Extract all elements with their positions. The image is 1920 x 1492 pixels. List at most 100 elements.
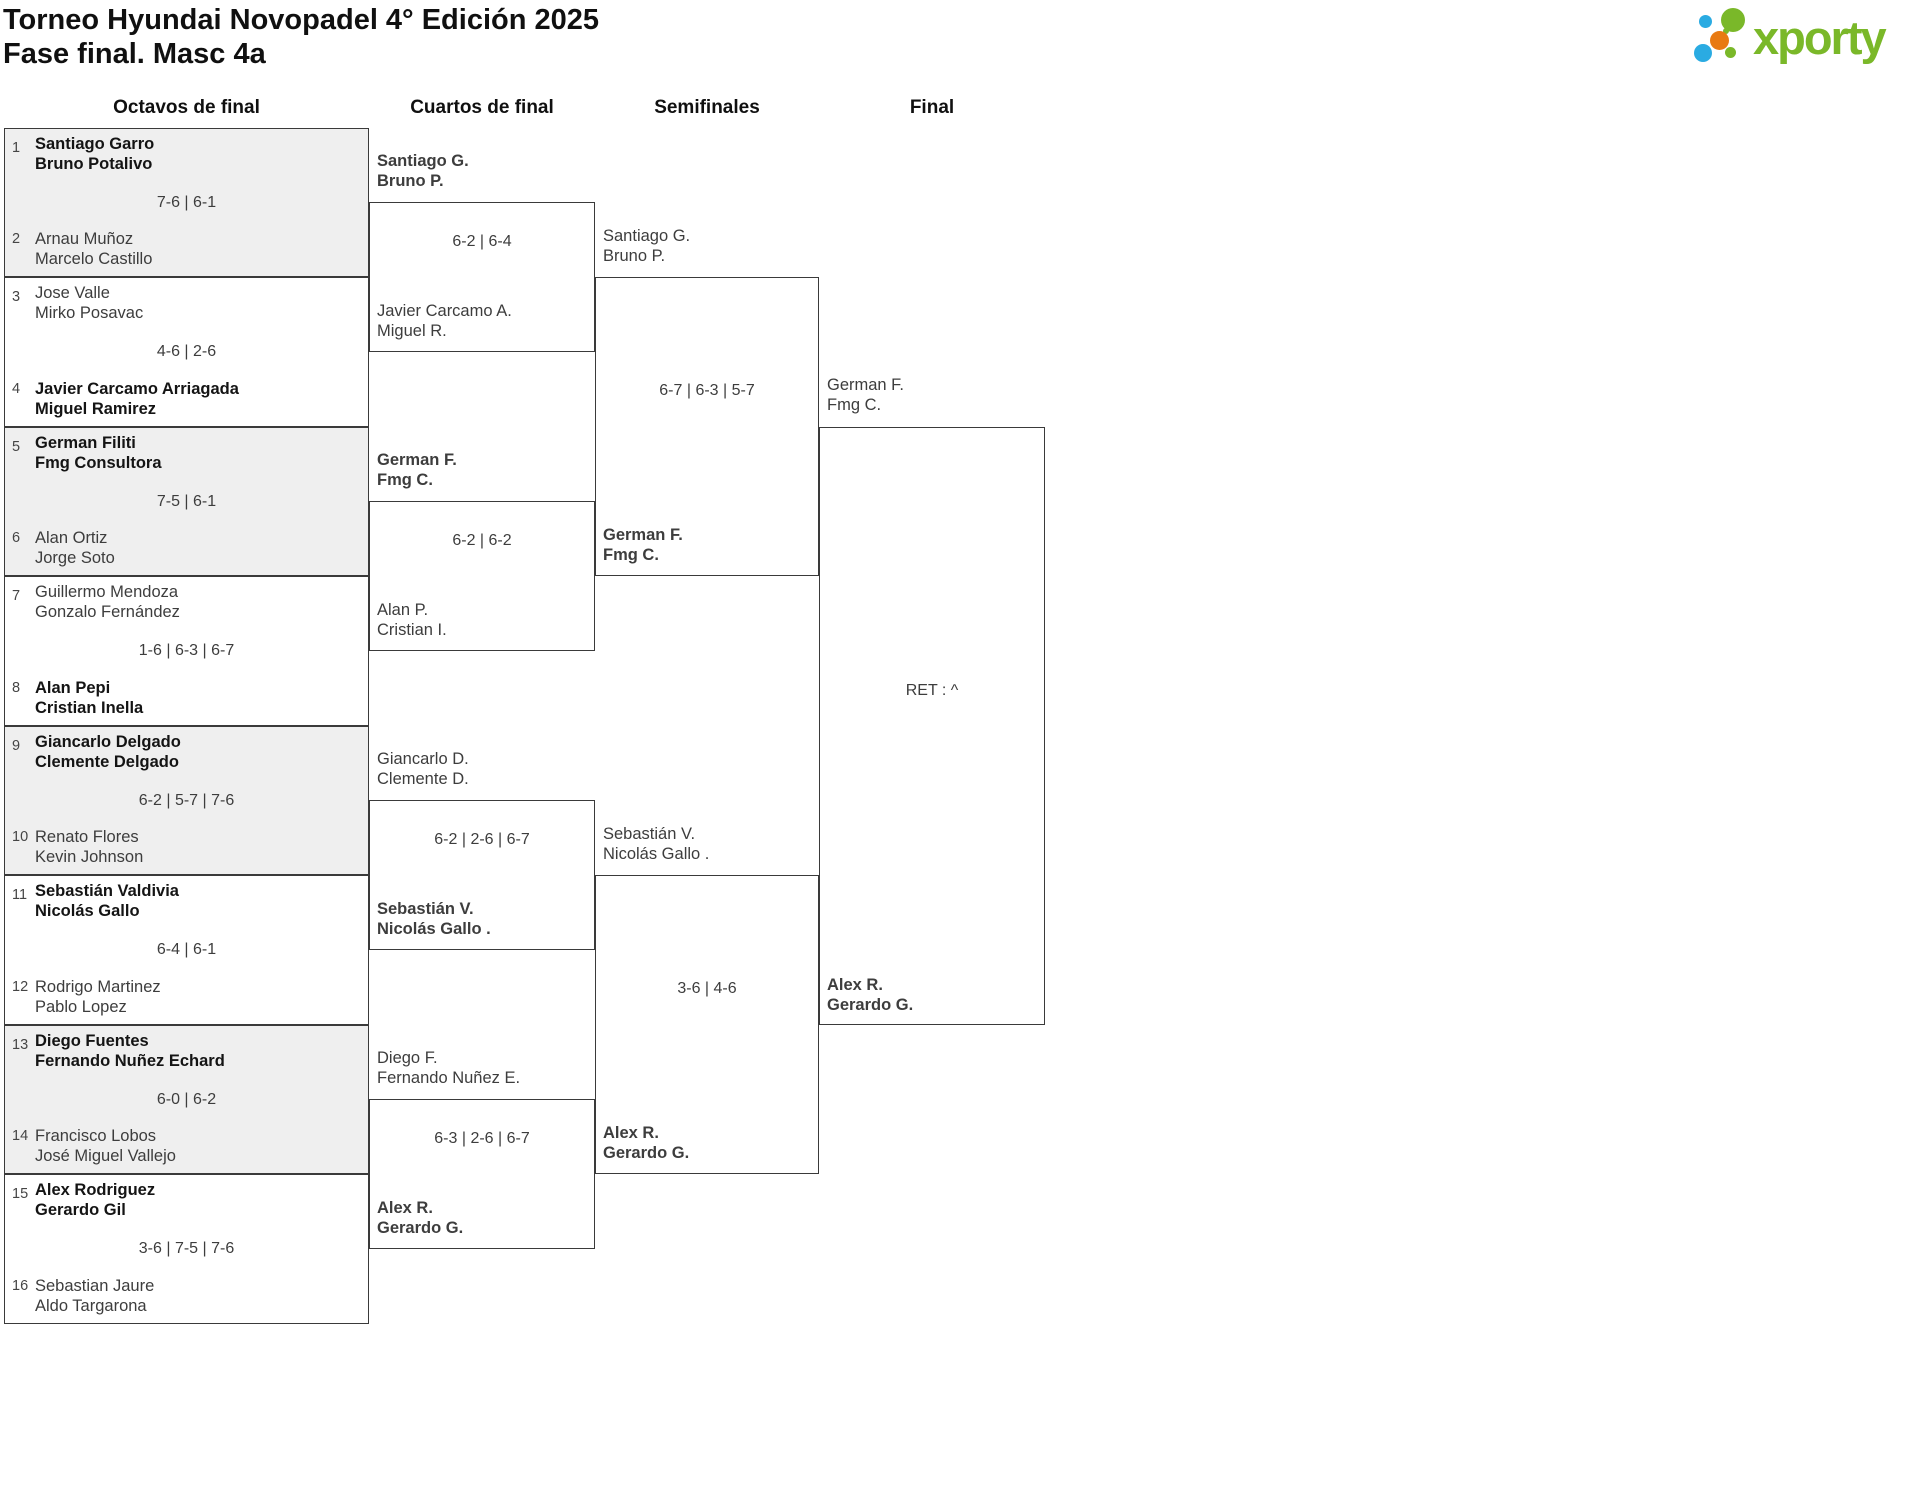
seed-number: 3 <box>12 289 21 305</box>
player-1: Francisco Lobos <box>35 1127 157 1145</box>
seed-number: 5 <box>12 439 21 455</box>
player-1: Santiago Garro <box>35 135 155 153</box>
seed-number: 13 <box>12 1037 29 1053</box>
player-1: Giancarlo D. <box>377 750 469 768</box>
qf-match-1-box <box>369 202 595 352</box>
r16-match-2: 3 Jose Valle Mirko Posavac 4-6 | 2-6 4 J… <box>4 277 369 427</box>
advancing-team: Alan P. Cristian I. <box>377 601 595 640</box>
player-1: Rodrigo Martinez <box>35 978 161 996</box>
match-score: 3-6 | 4-6 <box>677 980 737 997</box>
match-score: 6-2 | 6-2 <box>452 532 512 549</box>
seed-number: 2 <box>12 231 21 247</box>
round-header-cuartos: Cuartos de final <box>410 97 554 118</box>
logo-text: xporty <box>1753 11 1887 64</box>
team-name: Francisco Lobos José Miguel Vallejo <box>35 1127 362 1166</box>
player-1: Renato Flores <box>35 828 139 846</box>
logo-dot-blue-medium <box>1694 44 1712 62</box>
player-2: Nicolás Gallo . <box>377 919 491 938</box>
player-2: Aldo Targarona <box>35 1296 147 1315</box>
team-name: Diego Fuentes Fernando Nuñez Echard <box>35 1032 362 1071</box>
match-score: 6-0 | 6-2 <box>156 1090 217 1108</box>
team-name: Renato Flores Kevin Johnson <box>35 828 362 867</box>
finalist-team: German F. Fmg C. <box>827 376 1045 415</box>
player-2: Bruno Potalivo <box>35 154 153 173</box>
match-score: 6-2 | 5-7 | 7-6 <box>138 791 235 809</box>
player-2: Marcelo Castillo <box>35 249 153 268</box>
logo-dot-orange <box>1710 31 1729 50</box>
match-score: 6-4 | 6-1 <box>156 941 217 958</box>
player-1: Diego F. <box>377 1049 438 1067</box>
player-2: Clemente Delgado <box>35 752 179 771</box>
player-2: Jorge Soto <box>35 548 115 567</box>
r16-match-6: 11 Sebastián Valdivia Nicolás Gallo 6-4 … <box>4 875 369 1025</box>
player-2: Fmg Consultora <box>35 453 162 472</box>
advancing-team: Sebastián V. Nicolás Gallo . <box>377 900 595 939</box>
player-2: Miguel R. <box>377 321 447 340</box>
player-1: Alan Pepi <box>35 679 111 697</box>
player-1: Arnau Muñoz <box>35 230 134 248</box>
seed-number: 7 <box>12 588 21 604</box>
player-2: Gerardo G. <box>827 995 914 1014</box>
advancing-team: Santiago G. Bruno P. <box>603 227 821 266</box>
match-score: 6-3 | 2-6 | 6-7 <box>434 1130 530 1147</box>
player-2: Fernando Nuñez Echard <box>35 1051 225 1070</box>
logo-dot-green-small <box>1725 47 1736 58</box>
match-score: 6-2 | 2-6 | 6-7 <box>434 831 530 848</box>
seed-number: 10 <box>12 829 29 845</box>
logo-dot-green-tiny <box>1723 28 1729 34</box>
player-1: Jose Valle <box>35 284 110 302</box>
advancing-team: Alex R. Gerardo G. <box>603 1124 821 1163</box>
team-name: Santiago Garro Bruno Potalivo <box>35 135 362 174</box>
seed-number: 12 <box>12 979 29 995</box>
team-name: Arnau Muñoz Marcelo Castillo <box>35 230 362 269</box>
player-1: Santiago G. <box>377 152 469 170</box>
page-title: Torneo Hyundai Novopadel 4° Edición 2025… <box>3 3 599 71</box>
r16-match-3: 5 German Filiti Fmg Consultora 7-5 | 6-1… <box>4 427 369 576</box>
team-name: Alan Pepi Cristian Inella <box>35 679 362 718</box>
qf-match-3-box <box>369 800 595 950</box>
sf-match-1-box <box>595 277 819 576</box>
advancing-team: Javier Carcamo A. Miguel R. <box>377 302 595 341</box>
seed-number: 14 <box>12 1128 29 1144</box>
player-1: Sebastián V. <box>377 900 474 918</box>
player-1: Sebastián V. <box>603 825 696 843</box>
r16-match-5: 9 Giancarlo Delgado Clemente Delgado 6-2… <box>4 726 369 875</box>
seed-number: 6 <box>12 530 21 546</box>
player-2: Mirko Posavac <box>35 303 144 322</box>
player-1: Santiago G. <box>603 227 691 245</box>
seed-number: 4 <box>12 381 21 397</box>
round-header-octavos: Octavos de final <box>113 97 260 118</box>
team-name: Rodrigo Martinez Pablo Lopez <box>35 978 362 1017</box>
round-header-final: Final <box>909 97 955 118</box>
player-1: Guillermo Mendoza <box>35 583 179 601</box>
player-2: Kevin Johnson <box>35 847 144 866</box>
phase-subtitle: Fase final. Masc 4a <box>3 38 266 70</box>
player-1: Giancarlo Delgado <box>35 733 181 751</box>
team-name: Sebastián Valdivia Nicolás Gallo <box>35 882 362 921</box>
player-1: Alex R. <box>377 1199 433 1217</box>
player-1: Alan P. <box>377 601 429 619</box>
seed-number: 9 <box>12 738 21 754</box>
seed-number: 15 <box>12 1186 29 1202</box>
player-1: Diego Fuentes <box>35 1032 149 1050</box>
logo-dot-blue-small <box>1699 15 1712 28</box>
player-2: Nicolás Gallo . <box>603 844 710 863</box>
advancing-team: Alex R. Gerardo G. <box>377 1199 595 1238</box>
tournament-title: Torneo Hyundai Novopadel 4° Edición 2025 <box>3 4 600 36</box>
player-2: Cristian I. <box>377 620 447 639</box>
advancing-team: Santiago G. Bruno P. <box>377 152 595 191</box>
advancing-team: German F. Fmg C. <box>603 526 821 565</box>
player-2: Fmg C. <box>603 545 659 564</box>
final-result: RET : ^ <box>905 682 959 699</box>
player-2: Fmg C. <box>827 395 882 414</box>
final-match-box <box>819 427 1045 1025</box>
advancing-team: German F. Fmg C. <box>377 451 595 490</box>
advancing-team: Giancarlo D. Clemente D. <box>377 750 595 789</box>
player-1: German F. <box>603 526 683 544</box>
player-1: Alex Rodriguez <box>35 1181 156 1199</box>
r16-match-1: 1 Santiago Garro Bruno Potalivo 7-6 | 6-… <box>4 128 369 277</box>
player-1: Javier Carcamo A. <box>377 302 512 320</box>
match-score: 7-5 | 6-1 <box>156 492 217 510</box>
player-1: German F. <box>377 451 457 469</box>
team-name: Jose Valle Mirko Posavac <box>35 284 362 323</box>
